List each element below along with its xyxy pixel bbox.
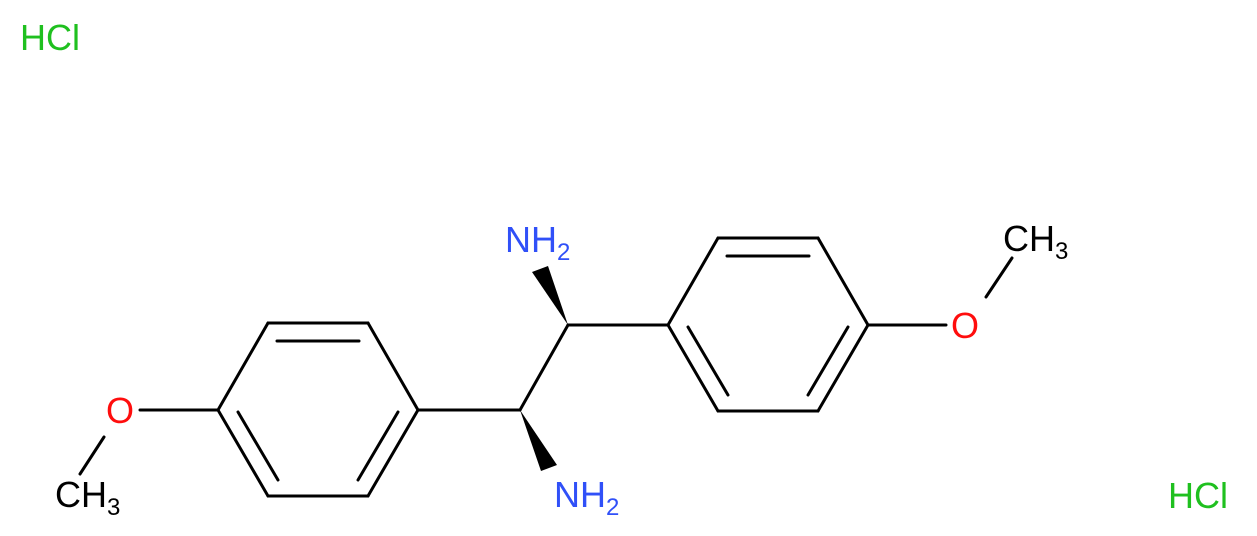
wedge-bond-bottom-amine — [520, 410, 557, 471]
hcl-salt-bottom-right: HCl — [1168, 475, 1228, 516]
bond-oxygen-to-methyl-left — [78, 435, 106, 476]
oxygen-right-label: O — [951, 305, 979, 346]
methyl-left-label: CH3 — [55, 474, 120, 521]
methyl-right-label: CH3 — [1003, 218, 1068, 265]
bond-oxygen-to-methyl-right — [984, 256, 1014, 299]
right-benzene-ring — [666, 236, 870, 413]
amine-top-label: NH2 — [505, 219, 570, 266]
amine-bottom-label: NH2 — [554, 474, 619, 521]
hcl-salt-top-left: HCl — [20, 17, 80, 58]
left-benzene-ring — [216, 321, 420, 498]
central-cc-bond — [518, 323, 570, 412]
wedge-bond-top-amine — [532, 266, 568, 325]
oxygen-left-label: O — [106, 390, 134, 431]
